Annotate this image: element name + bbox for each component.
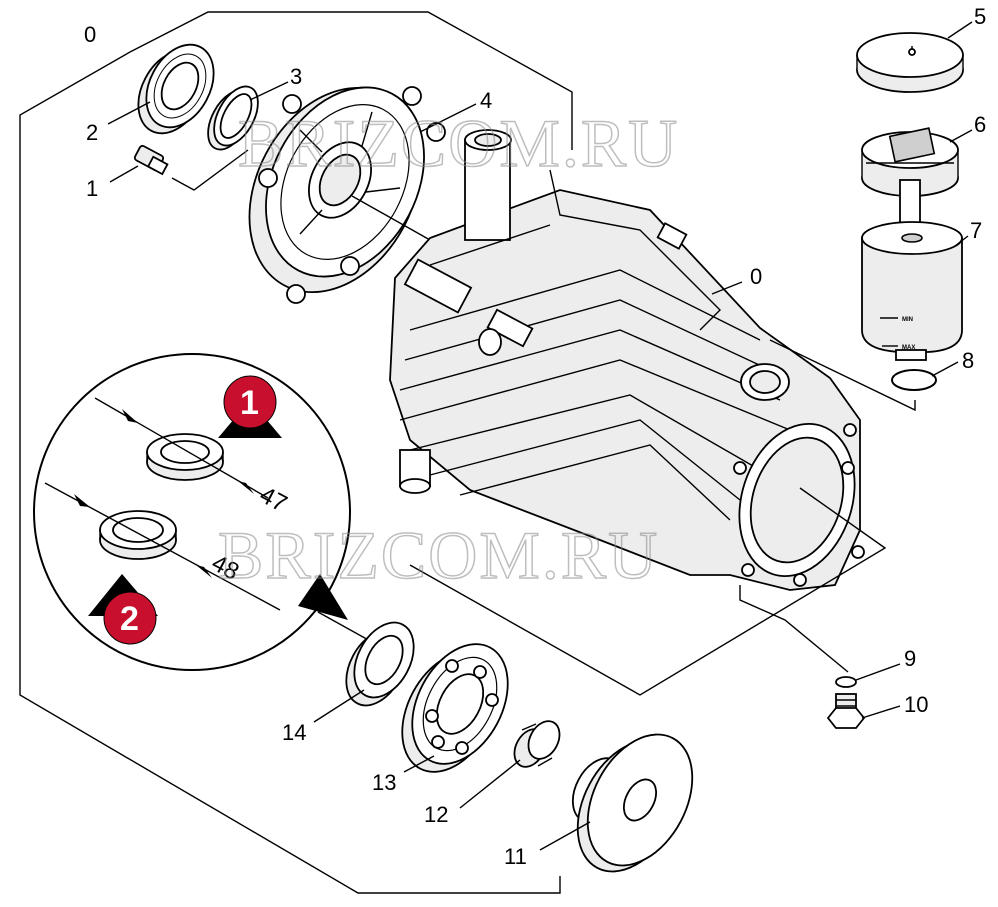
dimension-line-47 xyxy=(94,397,269,499)
label-assembly-top: 0 xyxy=(84,22,96,47)
o-ring-part-8 xyxy=(891,369,937,391)
label-part-6: 6 xyxy=(974,112,986,137)
bolt-part-1 xyxy=(133,144,169,176)
label-part-5: 5 xyxy=(974,4,986,29)
housing-part-0 xyxy=(389,129,865,591)
cap-part-5 xyxy=(856,32,964,93)
label-part-11: 11 xyxy=(504,844,527,869)
label-part-8: 8 xyxy=(962,348,974,373)
min-mark-text: MIN xyxy=(902,317,913,323)
watermark-top: BRIZCOM.RU xyxy=(238,105,679,181)
label-part-13: 13 xyxy=(372,770,396,795)
badge-1: 1 xyxy=(218,375,282,438)
seal-48-drawing xyxy=(99,510,177,560)
label-part-7: 7 xyxy=(970,218,982,243)
oil-tank-part-7: MIN MAX xyxy=(861,179,963,361)
label-part-3: 3 xyxy=(290,64,302,89)
detail-circle: 47 48 1 2 xyxy=(33,353,373,671)
drain-plug-part-10 xyxy=(826,693,866,729)
seal-47-drawing xyxy=(146,433,224,481)
detail-pointer-arrow xyxy=(298,574,348,620)
label-part-4: 4 xyxy=(480,88,492,113)
badge-2: 2 xyxy=(88,574,158,645)
filler-cap-part-6 xyxy=(861,127,959,197)
label-part-2: 2 xyxy=(86,120,98,145)
label-assembly-main: 0 xyxy=(750,264,762,289)
assembly-bracket xyxy=(19,11,573,894)
label-part-14: 14 xyxy=(282,720,306,745)
leader-lines xyxy=(107,21,973,851)
label-part-1: 1 xyxy=(86,176,98,201)
bushing-part-12 xyxy=(513,720,561,768)
bearing-part-2 xyxy=(137,43,215,135)
seal-part-14 xyxy=(345,621,415,707)
part-labels: 0 2 1 3 4 5 6 7 8 0 9 10 14 13 12 11 xyxy=(84,4,986,869)
badge-2-text: 2 xyxy=(120,600,139,638)
badge-1-text: 1 xyxy=(240,384,259,422)
max-mark-text: MAX xyxy=(902,345,915,351)
ball-bearing-part-13 xyxy=(401,643,509,773)
cover-part-11 xyxy=(571,733,694,873)
label-part-10: 10 xyxy=(904,692,928,717)
label-part-12: 12 xyxy=(424,802,448,827)
ring-part-3 xyxy=(207,85,259,151)
o-ring-part-9 xyxy=(835,676,857,688)
label-part-9: 9 xyxy=(904,646,916,671)
dimension-line-48 xyxy=(44,482,281,611)
flange-cover-part-4 xyxy=(248,86,446,304)
watermark-middle: BRIZCOM.RU xyxy=(218,517,659,593)
